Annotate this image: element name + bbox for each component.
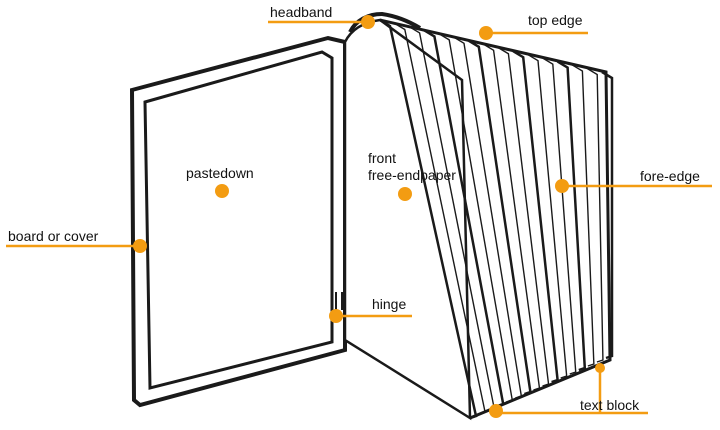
free-endpaper-drawing	[343, 18, 472, 421]
pastedown-dot	[215, 184, 229, 198]
hinge-dot	[329, 309, 343, 323]
label-top-edge: top edge	[528, 12, 583, 28]
callouts	[6, 15, 712, 418]
board-dot	[133, 239, 147, 253]
text-block-dot-2	[595, 363, 605, 373]
label-fore-edge: fore-edge	[640, 168, 700, 184]
label-hinge: hinge	[372, 296, 407, 312]
hinge-ticks	[335, 292, 343, 310]
headband-dot	[361, 15, 375, 29]
top-edge-dot	[479, 26, 493, 40]
free-endpaper-dot	[398, 187, 412, 201]
text-block-outline	[379, 18, 612, 420]
page-edge	[498, 47, 550, 387]
page-edge	[527, 54, 568, 379]
page-edge	[572, 64, 595, 367]
page-edge	[586, 67, 604, 363]
fore-edge-dot	[555, 179, 569, 193]
label-free-endpaper: free-endpaper	[368, 167, 456, 183]
label-text-block: text block	[580, 397, 640, 413]
label-headband: headband	[270, 4, 333, 20]
page-edge	[542, 57, 577, 375]
label-pastedown: pastedown	[186, 165, 254, 181]
board-cover-drawing	[129, 35, 347, 408]
label-front: front	[368, 150, 397, 166]
page-edge	[512, 50, 559, 384]
label-board-or-cover: board or cover	[8, 228, 99, 244]
page-edge	[556, 60, 587, 372]
text-block-dot	[489, 404, 503, 418]
